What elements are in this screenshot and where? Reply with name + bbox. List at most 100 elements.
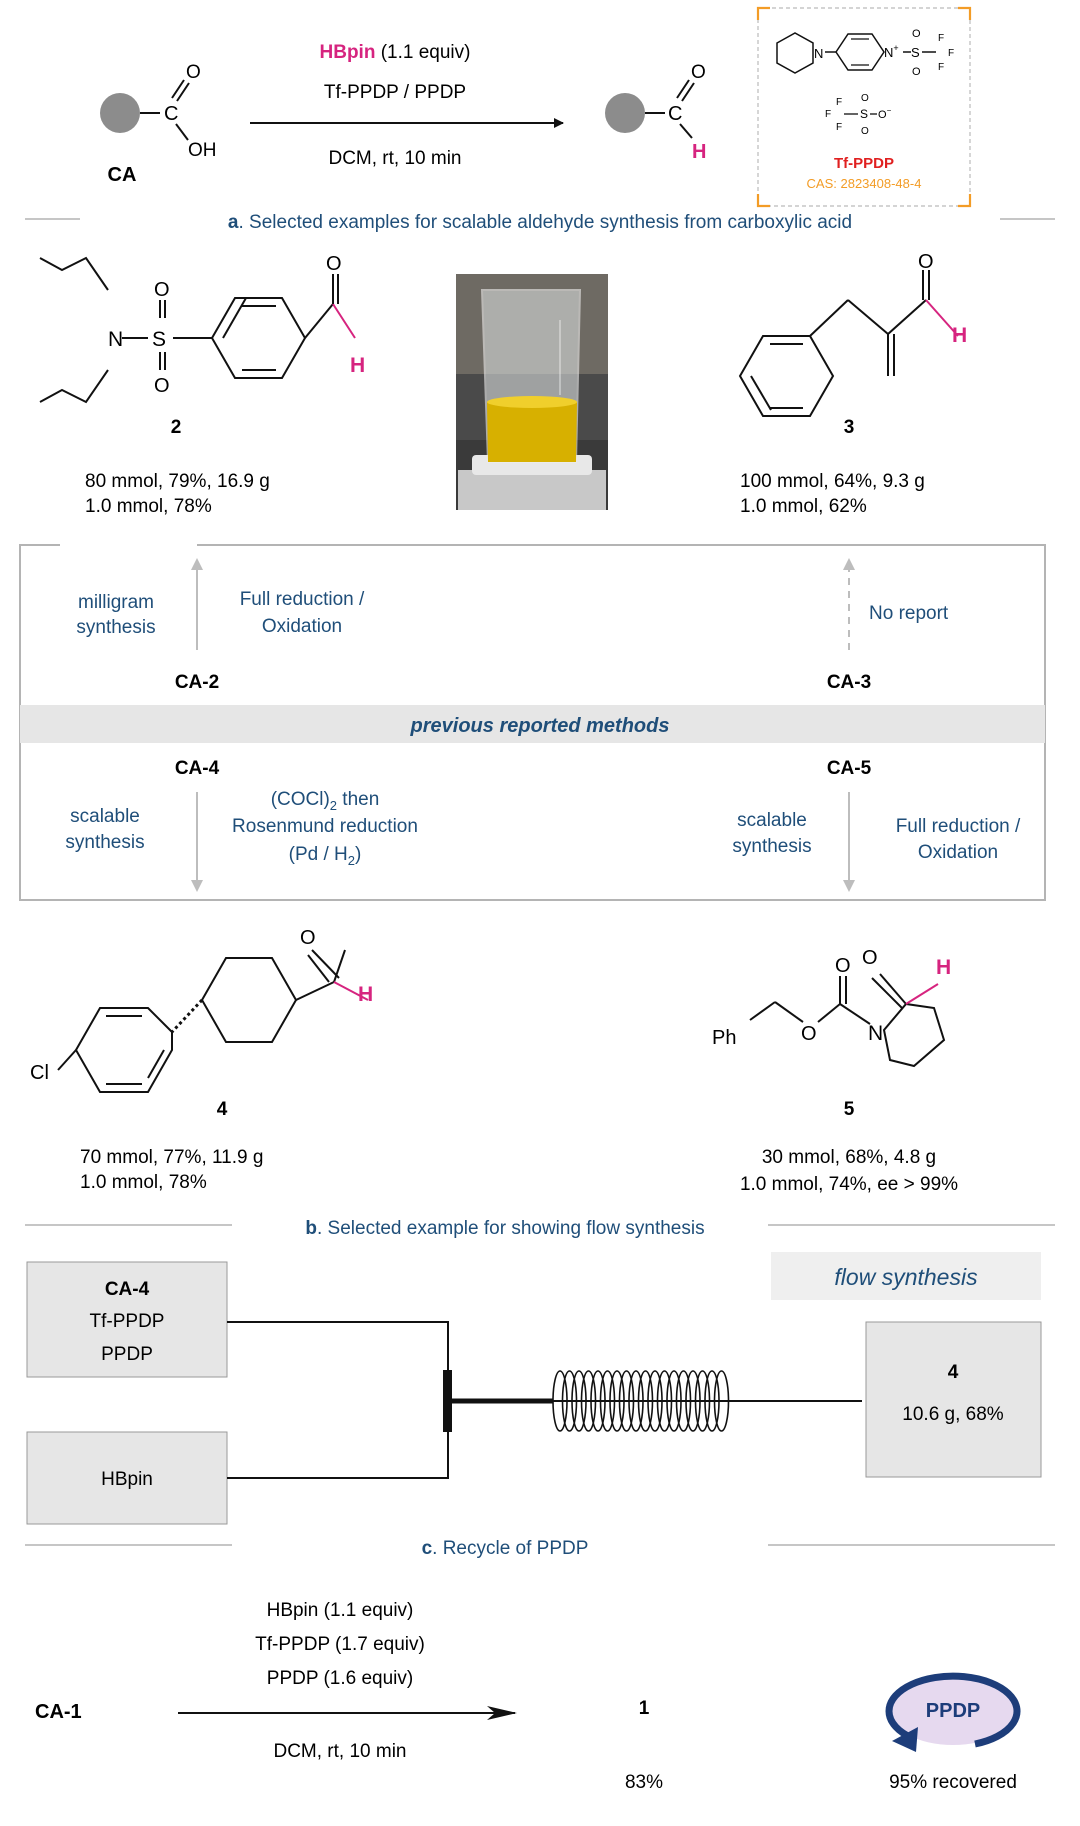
svg-text:S: S: [860, 107, 868, 121]
svg-text:Rosenmund reduction: Rosenmund reduction: [232, 816, 418, 837]
coil-loop: [694, 1370, 711, 1432]
acid-oh: OH: [188, 140, 217, 161]
compound-4-yield-large: 70 mmol, 77%, 11.9 g: [80, 1147, 263, 1168]
coil-loop: [552, 1370, 568, 1432]
flow-setup: CA-4 Tf-PPDP PPDP HBpin flow synthesis 4…: [26, 1252, 1042, 1525]
coil-loop: [571, 1370, 587, 1432]
svg-text:scalable: scalable: [737, 810, 807, 831]
svg-text:O: O: [912, 66, 921, 78]
aldehyde-o: O: [691, 62, 706, 83]
compound-3-yield-small: 1.0 mmol, 62%: [740, 496, 867, 517]
svg-text:S: S: [911, 45, 920, 60]
svg-text:F: F: [938, 33, 944, 44]
svg-text:synthesis: synthesis: [732, 836, 811, 857]
acid-carbon: C: [164, 103, 178, 125]
section-b-title: b. Selected example for showing flow syn…: [305, 1218, 704, 1239]
svg-text:synthesis: synthesis: [76, 617, 155, 638]
svg-text:O: O: [861, 126, 869, 137]
flow-tag: flow synthesis: [834, 1264, 978, 1290]
compound-5-label: 5: [844, 1099, 855, 1120]
svg-text:PPDP (1.6 equiv): PPDP (1.6 equiv): [267, 1668, 413, 1689]
feed-2-line: [227, 1425, 449, 1479]
svg-text:CA-4: CA-4: [105, 1279, 150, 1300]
compound-3-atoms: O H: [918, 251, 967, 347]
compound-3-yield-large: 100 mmol, 64%, 9.3 g: [740, 471, 925, 492]
svg-text:Oxidation: Oxidation: [918, 842, 998, 863]
svg-text:O−: O−: [878, 106, 892, 121]
feed-1-box: [26, 1261, 228, 1378]
svg-text:DCM, rt, 10 min: DCM, rt, 10 min: [273, 1741, 406, 1762]
recycle-product: 1: [639, 1698, 650, 1719]
coil-loop: [561, 1370, 578, 1432]
svg-text:Ph: Ph: [712, 1027, 736, 1049]
coil-loop: [599, 1370, 616, 1432]
coil-loop: [713, 1370, 730, 1432]
ca3-label: CA-3: [827, 672, 871, 693]
svg-text:O: O: [154, 279, 170, 301]
aldehyde-carbon: C: [668, 103, 682, 125]
svg-text:F: F: [836, 122, 842, 133]
flow-product-box: [865, 1321, 1042, 1478]
svg-text:N: N: [814, 46, 823, 61]
compound-3-label: 3: [844, 417, 855, 438]
feed-2-box: [26, 1431, 228, 1525]
recycle-start: CA-1: [35, 1701, 82, 1723]
svg-text:O: O: [862, 947, 878, 969]
reagent-name: Tf-PPDP: [834, 155, 894, 172]
svg-text:(Pd / H2): (Pd / H2): [289, 844, 362, 868]
substrate-sphere-icon: [100, 93, 140, 133]
svg-text:HBpin: HBpin: [101, 1469, 153, 1490]
coil-loop: [590, 1370, 606, 1432]
svg-text:O: O: [912, 28, 921, 40]
svg-text:F: F: [825, 109, 831, 120]
svg-text:H: H: [350, 354, 365, 377]
reagent-activator: Tf-PPDP / PPDP: [324, 82, 466, 103]
coil-reactor-icon: [552, 1370, 730, 1432]
svg-text:O: O: [835, 955, 851, 977]
section-a-header: a. Selected examples for scalable aldehy…: [25, 212, 1055, 233]
svg-text:Full reduction /: Full reduction /: [240, 589, 365, 610]
compound-5-atoms: Ph O O N O H: [712, 947, 951, 1049]
svg-text:O: O: [918, 251, 934, 273]
feed-1-line: [227, 1321, 449, 1376]
start-label-ca: CA: [108, 164, 137, 186]
svg-text:(COCl)2 then: (COCl)2 then: [271, 789, 380, 813]
section-c-header: c. Recycle of PPDP: [25, 1538, 1055, 1559]
t-mixer-icon: [443, 1370, 452, 1432]
coil-loop: [618, 1370, 635, 1432]
coil-loop: [675, 1370, 692, 1432]
ca5-label: CA-5: [827, 758, 872, 779]
compound-2-yield-small: 1.0 mmol, 78%: [85, 496, 212, 517]
svg-text:S: S: [152, 328, 166, 351]
compound-2-structure: [39, 256, 356, 404]
previous-methods-banner: previous reported methods: [410, 715, 670, 737]
svg-text:Cl: Cl: [30, 1062, 49, 1084]
reaction-photo: [456, 274, 608, 510]
reaction-conditions: DCM, rt, 10 min: [328, 148, 461, 169]
ca4-label: CA-4: [175, 758, 220, 779]
ca2-label: CA-2: [175, 672, 219, 693]
section-b-header: b. Selected example for showing flow syn…: [25, 1218, 1055, 1239]
svg-text:PPDP: PPDP: [101, 1344, 153, 1365]
recycle-ellipse-bg: [889, 1675, 1017, 1745]
svg-text:scalable: scalable: [70, 806, 140, 827]
aldehyde-h: H: [692, 141, 706, 163]
piperidine-ring: [776, 32, 814, 74]
compound-4-yield-small: 1.0 mmol, 78%: [80, 1172, 207, 1193]
svg-text:H: H: [952, 324, 967, 347]
flow-tag-bg: [771, 1252, 1041, 1300]
reagent-hbpin-amount: (1.1 equiv): [375, 42, 470, 63]
coil-loop: [656, 1370, 673, 1432]
coil-loop: [647, 1370, 663, 1432]
coil-loop: [704, 1370, 720, 1432]
svg-text:N+: N+: [884, 43, 899, 60]
banner-bg: [20, 705, 1045, 743]
recycle-scheme: CA-1 HBpin (1.1 equiv) Tf-PPDP (1.7 equi…: [35, 1600, 1021, 1793]
svg-text:milligram: milligram: [78, 592, 154, 613]
svg-text:Tf-PPDP (1.7 equiv): Tf-PPDP (1.7 equiv): [255, 1634, 425, 1655]
compound-4-atoms: O H Cl: [30, 927, 373, 1084]
acid-carbonyl-o: O: [186, 62, 201, 83]
reagent-cas: CAS: 2823408-48-4: [807, 176, 922, 191]
